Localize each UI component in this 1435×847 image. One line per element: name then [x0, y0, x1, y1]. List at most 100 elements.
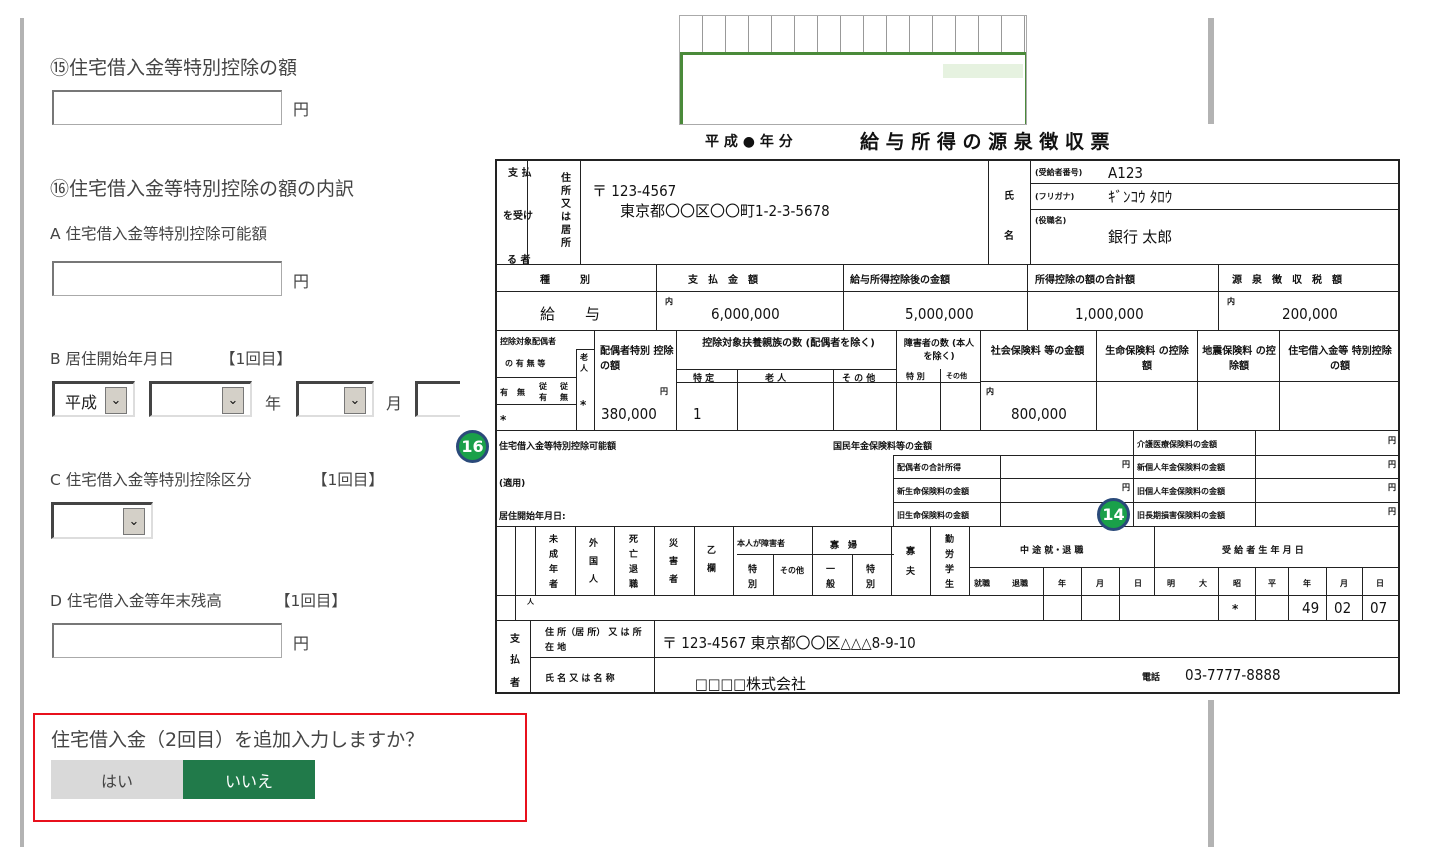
col-label: 日 — [1134, 579, 1142, 588]
col-label: 就職 — [974, 579, 990, 588]
deduction-type-select[interactable]: ⌄ — [51, 502, 153, 539]
other-label: その他 — [780, 566, 804, 575]
birth-year: 49 — [1302, 599, 1320, 617]
special-label: 特 別 — [906, 372, 925, 381]
right-divider — [1208, 700, 1214, 847]
new-pension-label: 新個人年金保険料の金額 — [1137, 463, 1225, 472]
specific-label: 特 定 — [693, 374, 715, 384]
special-label: 特別 — [866, 565, 876, 590]
fieldD-label: D 住宅借入金等年末残高 — [50, 592, 222, 610]
other-label: そ の 他 — [842, 374, 876, 384]
col-label: 退職 — [1012, 579, 1028, 588]
day-select[interactable] — [415, 381, 460, 417]
yen-label: 円 — [1122, 483, 1130, 492]
ju-yes-label: 従有 — [539, 382, 547, 402]
widower-label: 寡夫 — [906, 547, 916, 577]
working-student-label: 勤労学生 — [945, 535, 955, 590]
widow-label: 寡 婦 — [830, 541, 858, 551]
payee-label: 支 払 — [508, 168, 532, 179]
star-mark: * — [1232, 602, 1239, 616]
payee-postal: 〒 123-4567 — [592, 182, 677, 200]
fieldB-label: B 居住開始年月日 — [50, 350, 175, 368]
step-badge-14: 14 — [1097, 498, 1130, 531]
elderly-label: 老 人 — [765, 374, 787, 384]
header-withholding: 源 泉 徴 収 税 額 — [1232, 275, 1342, 286]
header-after-deduction: 給与所得控除後の金額 — [850, 275, 950, 286]
fieldD-input[interactable] — [52, 623, 282, 658]
old-life-label: 旧生命保険料の金額 — [897, 511, 969, 520]
payer-tel: 03-7777-8888 — [1185, 666, 1281, 684]
tel-label: 電話 — [1142, 673, 1161, 683]
header-total-deduction: 所得控除の額の合計額 — [1035, 275, 1135, 286]
recipient-no: A123 — [1108, 164, 1143, 182]
payer-name: □□□□株式会社 — [695, 675, 807, 693]
yen-label: 円 — [1122, 460, 1130, 469]
furigana: ｷﾞﾝｺｳ ﾀﾛｳ — [1108, 188, 1173, 206]
after-deduction-amount: 5,000,000 — [905, 305, 974, 323]
total-deduction-amount: 1,000,000 — [1075, 305, 1144, 323]
general-label: 一般 — [826, 565, 836, 590]
no-button[interactable]: いいえ — [183, 760, 315, 799]
birth-month: 02 — [1334, 599, 1352, 617]
address-label: 住所又は居所 — [561, 173, 571, 249]
payer-address: 〒 123-4567 東京都〇〇区△△△8-9-10 — [662, 634, 916, 652]
national-pension-label: 国民年金保険料等の金額 — [833, 442, 933, 452]
col-label: 年 — [1303, 579, 1311, 588]
field15-input[interactable] — [52, 90, 282, 125]
fieldA-label: A 住宅借入金等特別控除可能額 — [50, 225, 268, 243]
col-label: 月 — [1096, 579, 1104, 588]
spouse-header: 控除対象配偶者 — [500, 337, 556, 346]
yen-label: 円 — [1388, 507, 1396, 516]
payment-amount: 6,000,000 — [711, 305, 780, 323]
new-life-label: 新生命保険料の金額 — [897, 487, 969, 496]
left-scroll-edge — [20, 18, 24, 847]
move-in-date-label: 居住開始年月日: — [499, 512, 566, 522]
midyear-label: 中 途 就・退 職 — [1020, 546, 1084, 556]
fieldD-unit: 円 — [293, 634, 310, 653]
recipient-no-label: (受給者番号) — [1035, 168, 1083, 177]
housing-loan-header: 住宅借入金等 特別控除の額 — [1288, 346, 1392, 372]
inner-label: 内 — [1227, 297, 1235, 306]
col-label: 月 — [1340, 579, 1348, 588]
position-label: (役職名) — [1035, 216, 1067, 225]
inner-label: 内 — [986, 387, 994, 396]
elder-label: 老人 — [580, 353, 588, 373]
year-select[interactable]: ⌄ — [149, 381, 252, 417]
income-type: 給 与 — [540, 305, 601, 323]
withholding-tax-amount: 200,000 — [1282, 305, 1338, 323]
disabled-other-label: その他 — [946, 372, 967, 380]
header-payment: 支 払 金 額 — [688, 275, 758, 286]
spouse-special-header: 配偶者特別 控除の額 — [600, 346, 674, 372]
payee-label: を受け — [503, 211, 533, 222]
month-select[interactable]: ⌄ — [296, 381, 374, 417]
payee-label: る 者 — [507, 255, 531, 266]
fieldA-input[interactable] — [52, 261, 282, 296]
add-loan-question: 住宅借入金（2回目）を追加入力しますか？ — [51, 729, 425, 751]
disabled-header: 障害者の数 (本人を除く) — [903, 339, 975, 362]
inner-label: 内 — [665, 297, 673, 306]
col-label: 年 — [1058, 579, 1066, 588]
year-unit: 年 — [265, 394, 282, 413]
payer-label: 支 — [510, 634, 520, 645]
fieldB-round: 【1回目】 — [220, 350, 292, 368]
housing-possible-label: 住宅借入金等特別控除可能額 — [499, 442, 617, 452]
yen-label: 円 — [1388, 483, 1396, 492]
old-pension-label: 旧個人年金保険料の金額 — [1137, 487, 1225, 496]
yes-button[interactable]: はい — [51, 760, 183, 799]
star-mark: * — [500, 413, 507, 427]
payer-address-label: 住 所（居 所） 又 は 所 在 地 — [545, 628, 642, 653]
col-label: 日 — [1376, 579, 1384, 588]
birth-day: 07 — [1370, 599, 1388, 617]
col-label: 明 — [1167, 579, 1175, 588]
fieldC-label: C 住宅借入金等特別控除区分 — [50, 471, 252, 489]
spouse-special-amount: 380,000 — [601, 405, 657, 423]
fieldC-round: 【1回目】 — [312, 471, 384, 489]
social-insurance-amount: 800,000 — [1011, 405, 1067, 423]
social-insurance-header: 社会保険料 等の金額 — [990, 346, 1085, 357]
specific-count: 1 — [693, 405, 702, 423]
right-divider — [1208, 18, 1214, 124]
era-select[interactable]: 平成⌄ — [52, 381, 135, 417]
chevron-down-icon: ⌄ — [123, 508, 145, 535]
header-type: 種 別 — [540, 275, 590, 286]
field15-unit: 円 — [293, 100, 310, 119]
